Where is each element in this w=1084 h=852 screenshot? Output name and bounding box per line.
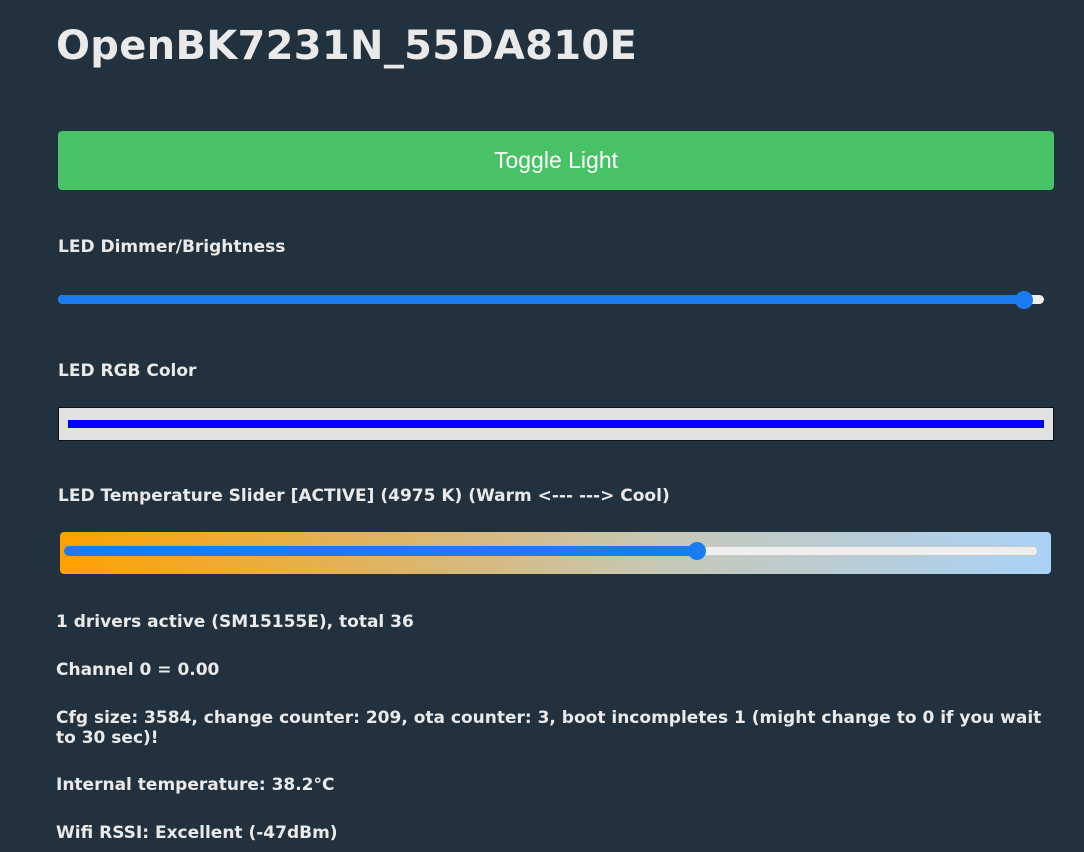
rgb-color-label: LED RGB Color (58, 361, 197, 381)
drivers-status: 1 drivers active (SM15155E), total 36 (56, 612, 414, 632)
page-title: OpenBK7231N_55DA810E (56, 23, 638, 69)
channel-status: Channel 0 = 0.00 (56, 660, 220, 680)
dimmer-label: LED Dimmer/Brightness (58, 237, 286, 257)
wifi-rssi-status: Wifi RSSI: Excellent (-47dBm) (56, 823, 338, 843)
internal-temperature-status: Internal temperature: 38.2°C (56, 775, 335, 795)
brightness-slider-fill (58, 295, 1025, 304)
temperature-label: LED Temperature Slider [ACTIVE] (4975 K)… (58, 486, 670, 506)
temperature-slider-thumb[interactable] (688, 542, 707, 560)
brightness-slider[interactable] (58, 290, 1044, 310)
temperature-slider-fill (64, 546, 698, 556)
temperature-gradient (60, 532, 1051, 574)
rgb-color-swatch (68, 420, 1044, 428)
toggle-light-button[interactable]: Toggle Light (58, 131, 1054, 190)
temperature-slider[interactable] (64, 542, 1038, 560)
rgb-color-picker[interactable] (58, 407, 1054, 441)
brightness-slider-thumb[interactable] (1015, 291, 1034, 309)
cfg-status: Cfg size: 3584, change counter: 209, ota… (56, 708, 1042, 748)
